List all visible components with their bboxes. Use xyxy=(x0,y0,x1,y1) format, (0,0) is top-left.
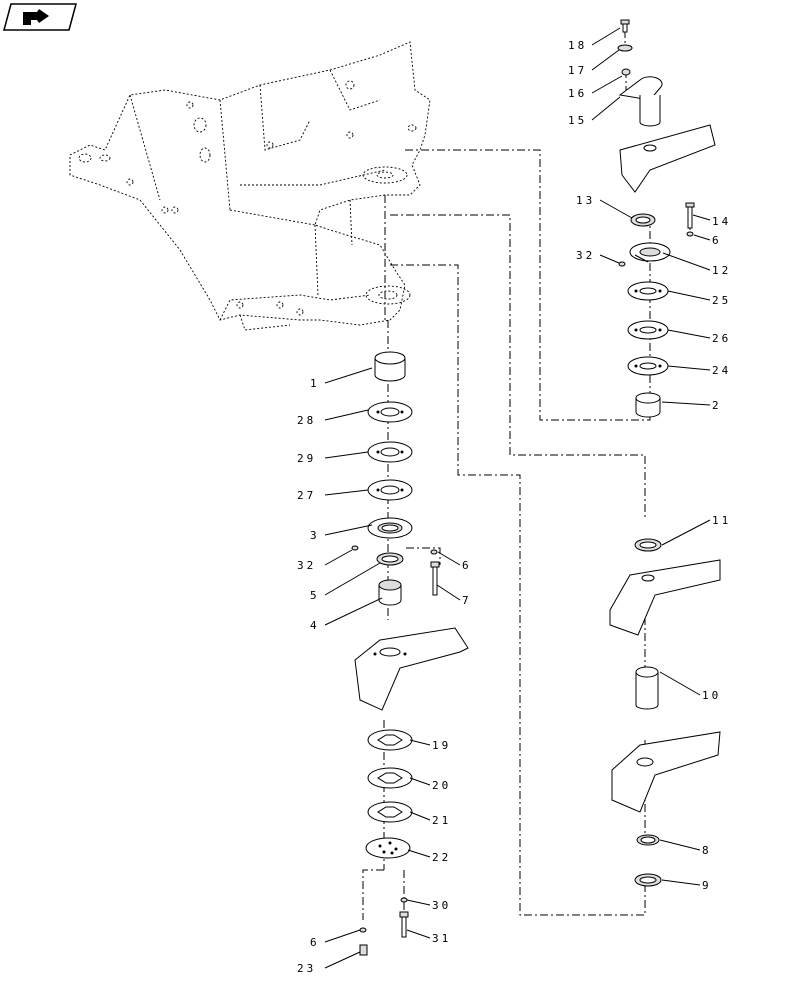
part-6-washer xyxy=(430,549,438,555)
label-22: 22 xyxy=(432,851,451,864)
label-14: 14 xyxy=(712,215,731,228)
part-24-shim xyxy=(627,356,669,376)
label-4: 4 xyxy=(310,619,320,632)
label-11: 11 xyxy=(712,514,731,527)
part-22-plate xyxy=(365,837,411,859)
part-10-pin xyxy=(635,666,659,710)
label-10: 10 xyxy=(702,689,721,702)
part-12-cap xyxy=(629,242,671,263)
label-32a: 32 xyxy=(297,559,316,572)
label-25: 25 xyxy=(712,294,731,307)
right-plate-mid xyxy=(609,559,721,636)
part-31-bolt xyxy=(399,911,409,938)
part-29-shim xyxy=(367,441,413,463)
part-17-washer xyxy=(617,44,633,52)
label-24: 24 xyxy=(712,364,731,377)
label-18: 18 xyxy=(568,39,587,52)
label-6b: 6 xyxy=(310,936,320,949)
label-13: 13 xyxy=(576,194,595,207)
left-plate xyxy=(354,627,469,711)
label-7: 7 xyxy=(462,594,472,607)
part-8-seal xyxy=(636,834,660,846)
label-32b: 32 xyxy=(576,249,595,262)
label-1: 1 xyxy=(310,377,320,390)
part-20-shim xyxy=(367,767,413,789)
label-27: 27 xyxy=(297,489,316,502)
part-21-shim xyxy=(367,801,413,823)
label-6a: 6 xyxy=(462,559,472,572)
leader-lines xyxy=(324,27,711,969)
label-28: 28 xyxy=(297,414,316,427)
part-11-seal xyxy=(634,538,662,552)
part-6c-washer xyxy=(686,231,694,237)
label-29: 29 xyxy=(297,452,316,465)
part-32-fitting xyxy=(351,545,359,551)
part-labels: 1 28 29 27 3 32 5 4 6 7 19 20 21 22 30 3… xyxy=(297,39,731,975)
label-20: 20 xyxy=(432,779,451,792)
part-27-shim xyxy=(367,479,413,501)
label-16: 16 xyxy=(568,87,587,100)
right-plate-top xyxy=(619,124,716,193)
label-23: 23 xyxy=(297,962,316,975)
part-1-bushing xyxy=(374,351,406,382)
part-4-bearing xyxy=(378,579,402,606)
frame-assembly xyxy=(69,41,431,331)
label-17: 17 xyxy=(568,64,587,77)
label-3: 3 xyxy=(310,529,320,542)
return-arrow-icon xyxy=(3,3,77,31)
part-3-cap xyxy=(367,517,413,539)
label-6c: 6 xyxy=(712,234,722,247)
part-14-bolt xyxy=(685,202,695,229)
part-15-pin xyxy=(618,76,663,127)
label-2: 2 xyxy=(712,399,722,412)
part-18-bolt xyxy=(620,19,630,33)
label-30: 30 xyxy=(432,899,451,912)
label-15: 15 xyxy=(568,114,587,127)
part-25-shim xyxy=(627,281,669,301)
label-31: 31 xyxy=(432,932,451,945)
right-part-stack xyxy=(609,19,721,887)
part-2-bushing xyxy=(635,392,661,418)
label-12: 12 xyxy=(712,264,731,277)
label-26: 26 xyxy=(712,332,731,345)
label-5: 5 xyxy=(310,589,320,602)
part-26-shim xyxy=(627,320,669,340)
part-23-bolt xyxy=(359,944,368,956)
label-8: 8 xyxy=(702,844,712,857)
return-arrow-button[interactable] xyxy=(3,3,77,31)
part-6b-washer xyxy=(359,927,367,933)
part-28-shim xyxy=(367,401,413,423)
part-9-ring xyxy=(634,873,662,887)
part-19-shim xyxy=(367,729,413,751)
part-7-bolt xyxy=(430,561,440,596)
part-32b-fitting xyxy=(618,261,626,267)
part-16-nut xyxy=(621,68,631,76)
part-5-seal xyxy=(376,552,404,566)
label-21: 21 xyxy=(432,814,451,827)
label-9: 9 xyxy=(702,879,712,892)
part-30-washer xyxy=(400,897,408,903)
label-19: 19 xyxy=(432,739,451,752)
left-part-stack xyxy=(351,351,469,956)
right-plate-bottom xyxy=(611,731,721,813)
part-13-seal xyxy=(630,213,656,227)
